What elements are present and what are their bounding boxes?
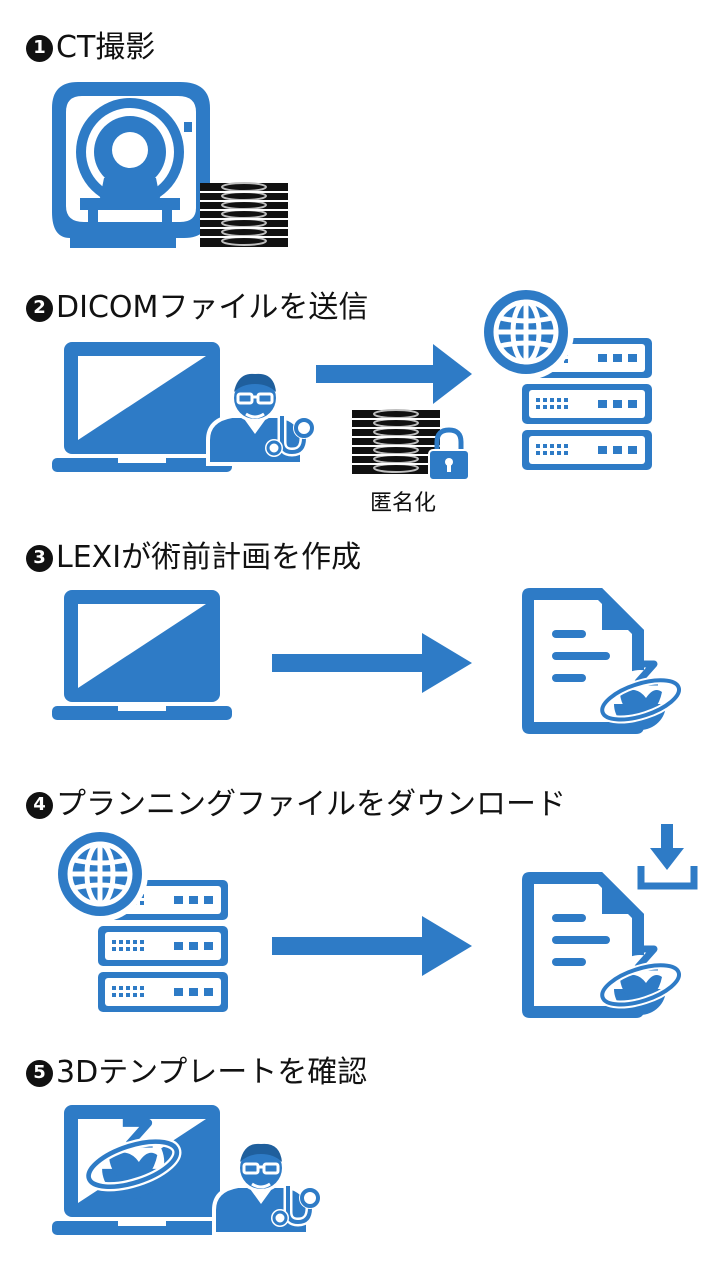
step-4-title: 4 プランニングファイルをダウンロード [26,787,566,823]
lock-icon [428,427,470,481]
step-title-text: LEXIが術前計画を作成 [56,540,362,575]
laptop-icon [52,342,232,472]
doctor-icon [208,370,315,464]
arrow-right-icon [272,916,472,976]
step-1-title: 1 CT撮影 [26,30,155,66]
arrow-right-icon [316,344,472,404]
arrow-right-icon [272,633,472,693]
image-stack-icon [351,409,441,475]
laptop-icon [52,590,232,720]
step-title-text: 3Dテンプレートを確認 [56,1055,368,1090]
globe-icon [52,826,148,922]
ct-scanner-icon [52,82,210,248]
download-icon [637,824,698,890]
step-number-badge: 1 [26,34,53,62]
step-2-title: 2 DICOMファイルを送信 [26,290,368,326]
globe-icon [478,284,574,380]
image-stack-icon [199,182,289,248]
anonymize-caption: 匿名化 [370,491,437,516]
step-title-text: プランニングファイルをダウンロード [56,787,566,822]
step-number-badge: 5 [26,1059,53,1087]
step-5-title: 5 3Dテンプレートを確認 [26,1055,367,1091]
step-title-text: CT撮影 [56,30,156,65]
step-number-badge: 2 [26,294,53,322]
doctor-icon [214,1140,321,1234]
step-title-text: DICOMファイルを送信 [56,290,369,325]
step-3-title: 3 LEXIが術前計画を作成 [26,540,361,576]
step-number-badge: 3 [26,544,53,572]
step-number-badge: 4 [26,791,53,819]
